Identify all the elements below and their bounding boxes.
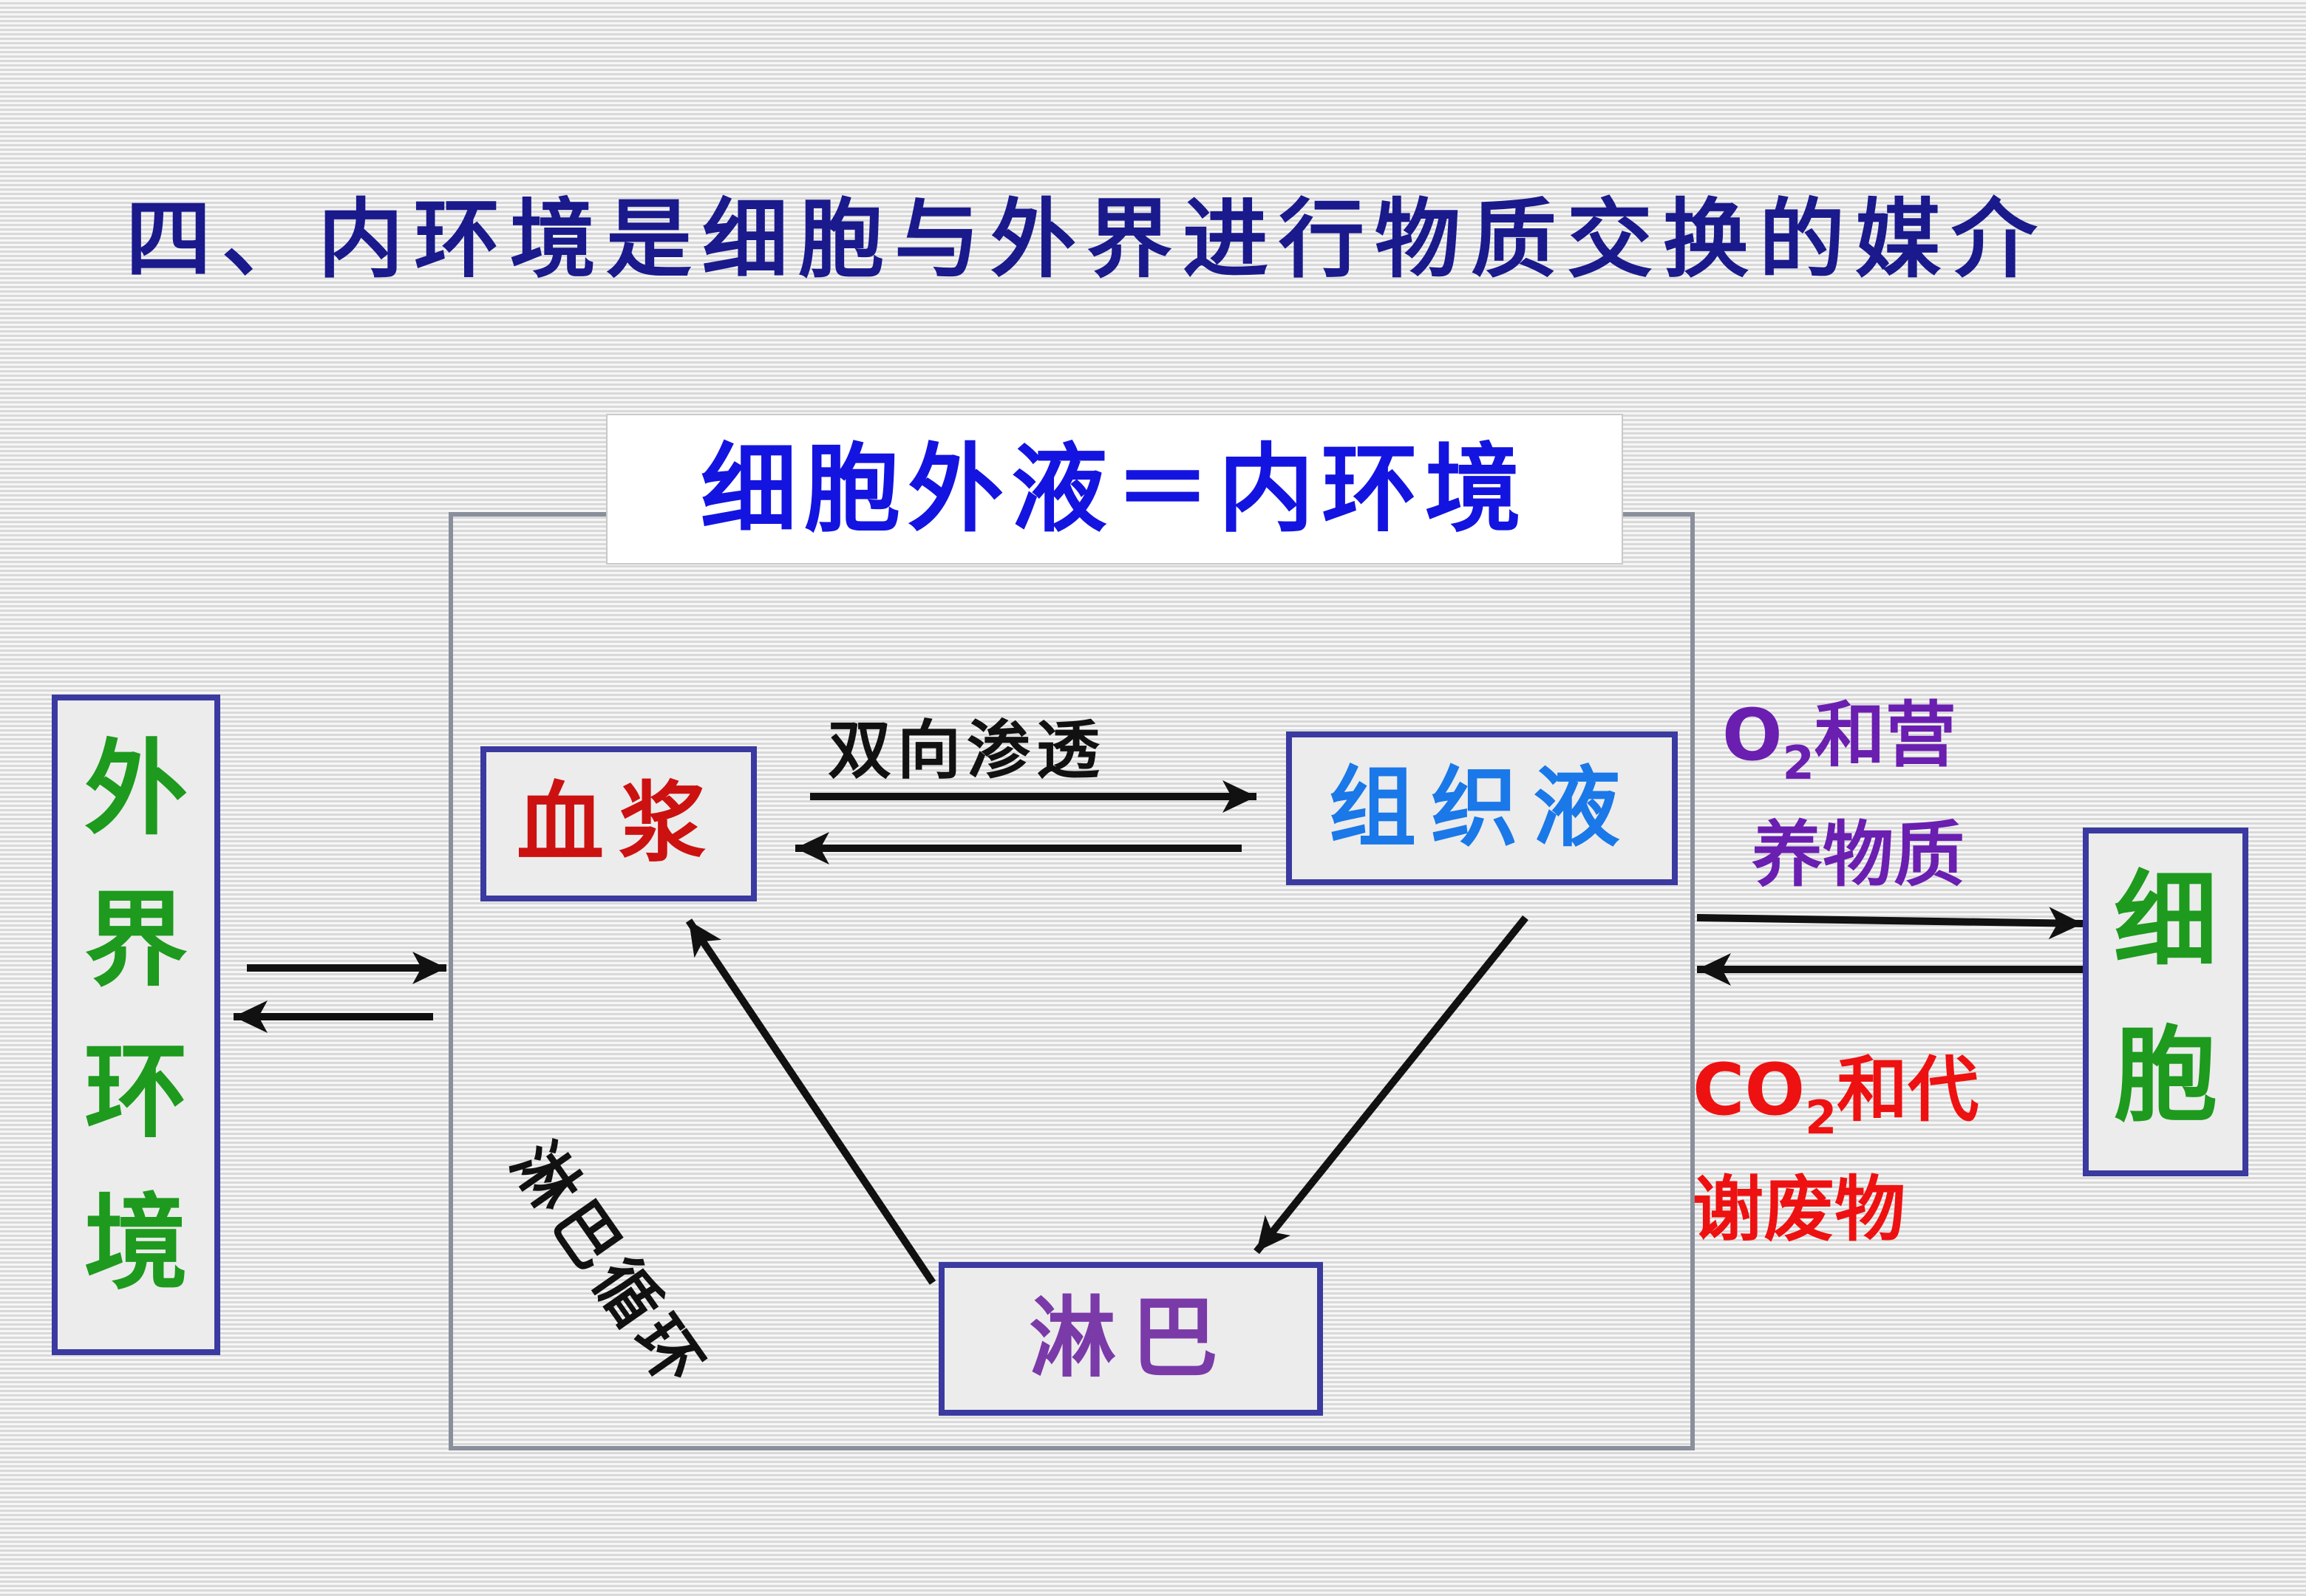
o2-rest: 和营	[1814, 694, 1956, 777]
arrow-lymph-to-plasma	[685, 918, 936, 1285]
co2-subscript: 2	[1805, 1091, 1837, 1145]
outer-char: 境	[84, 1184, 188, 1304]
page-title: 四、内环境是细胞与外界进行物质交换的媒介	[126, 190, 2047, 290]
label-osmosis: 双向渗透	[828, 714, 1106, 788]
co2-prefix: CO	[1693, 1048, 1806, 1131]
co2-rest: 和代	[1837, 1048, 1979, 1131]
node-lymph: 淋巴	[939, 1262, 1323, 1416]
arrow-inner-to-cell	[1696, 907, 2084, 940]
cell-char: 胞	[2113, 1016, 2217, 1136]
node-plasma: 血浆	[480, 746, 757, 901]
o2-prefix: O	[1722, 694, 1783, 777]
header-extracellular-fluid: 细胞外液＝内环境	[606, 414, 1623, 565]
outer-char: 界	[84, 881, 188, 1001]
o2-line2: 养物质	[1752, 814, 1965, 896]
outer-char: 环	[84, 1032, 188, 1153]
outer-char: 外	[84, 729, 188, 850]
arrow-tissue-to-lymph	[1254, 915, 1528, 1255]
o2-subscript: 2	[1782, 736, 1814, 790]
node-cell: 细 胞	[2083, 828, 2248, 1176]
node-tissue-fluid: 组织液	[1286, 732, 1678, 885]
node-outer-environment: 外 界 环 境	[52, 695, 220, 1355]
co2-line2: 谢废物	[1693, 1168, 1905, 1251]
label-o2-nutrients: O2和营 养物质	[1722, 680, 1965, 910]
cell-char: 细	[2113, 861, 2217, 981]
label-co2-waste: CO2和代 谢废物	[1693, 1034, 1979, 1265]
